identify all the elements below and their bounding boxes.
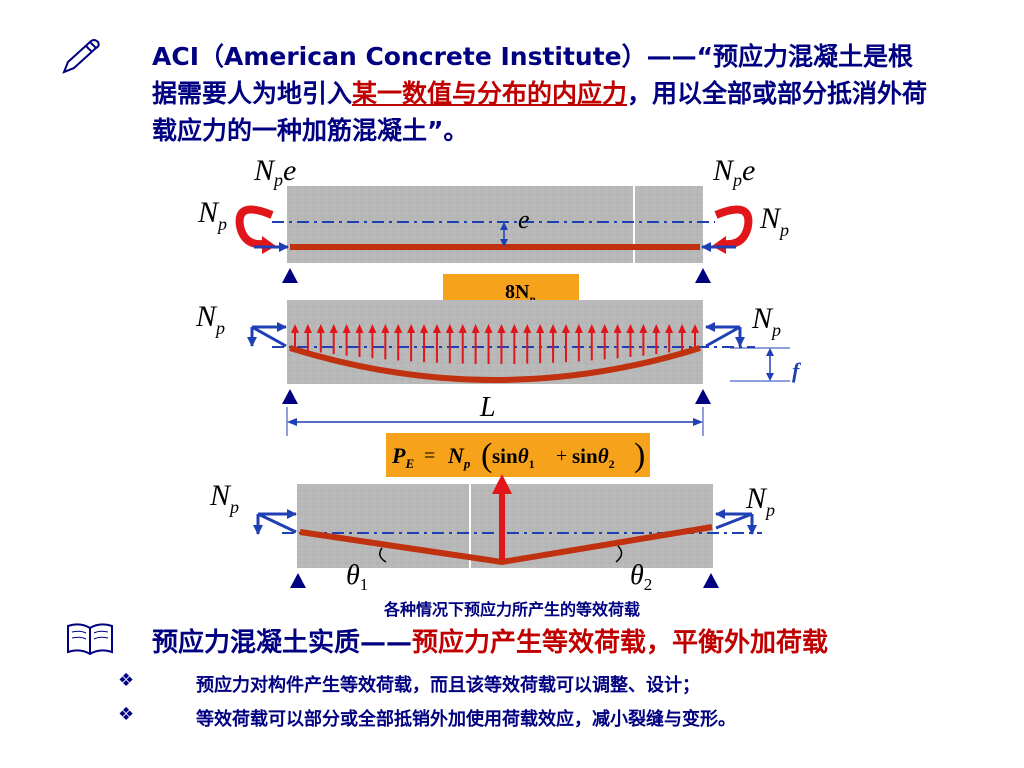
upward-load-arrowhead xyxy=(510,324,519,333)
upward-load-arrowhead xyxy=(445,324,454,333)
upward-load-arrowhead xyxy=(665,324,674,333)
svg-text:8Np: 8Np xyxy=(505,281,535,306)
upward-load-arrowhead xyxy=(613,324,622,333)
force-label-left-2: Np xyxy=(195,300,225,338)
diamond-bullet-icon: ❖ xyxy=(118,704,135,725)
svg-text:PE: PE xyxy=(391,443,414,471)
theta1-label: θ1 xyxy=(346,560,368,594)
upward-load-arrowhead xyxy=(329,324,338,333)
theta1-arc xyxy=(379,547,387,563)
svg-text:=: = xyxy=(424,445,435,467)
force-label-left-3: Np xyxy=(209,479,239,517)
upward-load-arrowhead xyxy=(497,324,506,333)
support-left-2 xyxy=(282,389,298,404)
theta2-arc xyxy=(615,545,623,563)
svg-text:sinθ1: sinθ1 xyxy=(492,444,535,471)
beam-2-tendon xyxy=(289,345,701,383)
sag-label: f xyxy=(792,358,802,383)
beam-2-body xyxy=(287,300,703,384)
upward-load-arrowhead xyxy=(316,324,325,333)
essence-label: 预应力混凝土实质 xyxy=(152,628,361,658)
moment-arrow-right xyxy=(714,205,753,249)
force-arrow-left-3c xyxy=(257,512,297,534)
svg-text:Np: Np xyxy=(447,443,471,471)
beam-3-harped: θ1 θ2 Np Np xyxy=(209,474,775,594)
upward-load-arrowhead xyxy=(561,324,570,333)
intro-highlight: 某一数值与分布的内应力 xyxy=(352,79,628,108)
essence-statement: 预应力混凝土实质——预应力产生等效荷载，平衡外加荷载 xyxy=(152,622,828,659)
diagram-caption: 各种情况下预应力所产生的等效荷载 xyxy=(383,600,640,619)
force-label-left-1: Np xyxy=(197,196,227,234)
upward-load-arrowhead xyxy=(303,324,312,333)
svg-text:): ) xyxy=(634,437,645,474)
moment-label-left: Npe xyxy=(253,154,296,190)
upward-load-arrowhead xyxy=(484,324,493,333)
force-label-right-1: Np xyxy=(759,202,789,240)
svg-text:(: ( xyxy=(481,437,492,474)
moment-arrowhead-left xyxy=(262,236,276,254)
moment-label-right: Npe xyxy=(712,154,755,190)
moment-arrow-left xyxy=(235,205,274,249)
intro-definition: ACI（American Concrete Institute）——“预应力混凝… xyxy=(152,38,932,149)
force-arrow-right-2c xyxy=(705,325,741,348)
span-label: L xyxy=(479,392,496,423)
beam-1-body xyxy=(287,186,703,263)
formula-equivalent-point-load: PE = Np ( sinθ1 + sinθ2 ) xyxy=(386,433,650,477)
upward-load-arrowhead xyxy=(652,324,661,333)
bullet-text-1: 预应力对构件产生等效荷载，而且该等效荷载可以调整、设计； xyxy=(196,675,700,696)
svg-text:sinθ2: sinθ2 xyxy=(572,444,615,471)
upward-load-arrowhead xyxy=(471,324,480,333)
beam-2-parabolic: f L Np Np xyxy=(195,300,802,436)
upward-load-arrowhead xyxy=(407,324,416,333)
equivalent-load-diagram: e Npe Npe Np Np qE = 8Np L2 f xyxy=(195,154,802,594)
beam-1-eccentric: e Npe Npe Np Np xyxy=(197,154,789,283)
support-right-2 xyxy=(695,389,711,404)
open-book-icon xyxy=(67,623,113,656)
force-label-right-2: Np xyxy=(751,302,781,340)
support-left-3 xyxy=(290,573,306,588)
essence-dash: —— xyxy=(360,628,413,658)
upward-load-arrowhead xyxy=(381,324,390,333)
upward-load-arrowhead xyxy=(549,324,558,333)
upward-load-arrowhead xyxy=(626,324,635,333)
formula-2-box xyxy=(386,433,650,477)
intro-text-part2: ，用以全部或部分抵消外荷载应力的一种加筋混凝土”。 xyxy=(152,79,928,145)
svg-text:+: + xyxy=(556,445,567,467)
upward-load-arrowhead xyxy=(368,324,377,333)
upward-load-arrowhead xyxy=(342,324,351,333)
eccentricity-arrow-up xyxy=(500,222,508,230)
point-load-arrowhead xyxy=(492,474,512,494)
uniform-upward-load xyxy=(291,324,699,364)
upward-load-arrowhead xyxy=(639,324,648,333)
eccentricity-arrow-down xyxy=(500,239,508,247)
upward-load-arrowhead xyxy=(394,324,403,333)
intro-text-part1: ACI（American Concrete Institute）——“预应力混凝… xyxy=(152,42,914,108)
support-right-1 xyxy=(695,268,711,283)
upward-load-arrowhead xyxy=(420,324,429,333)
support-left-1 xyxy=(282,268,298,283)
support-right-3 xyxy=(703,573,719,588)
upward-load-arrowhead xyxy=(291,324,299,333)
upward-load-arrowhead xyxy=(523,324,532,333)
upward-load-arrowhead xyxy=(432,324,441,333)
upward-load-arrowhead xyxy=(587,324,596,333)
upward-load-arrowhead xyxy=(574,324,583,333)
upward-load-arrowhead xyxy=(458,324,467,333)
force-label-right-3: Np xyxy=(745,482,775,520)
upward-load-arrowhead xyxy=(678,324,687,333)
eccentricity-label: e xyxy=(518,205,530,234)
theta2-label: θ2 xyxy=(630,560,652,594)
force-arrow-right-3c xyxy=(715,512,753,530)
upward-load-arrowhead xyxy=(691,324,699,333)
beam-3-tendon xyxy=(299,524,713,566)
force-arrow-left-2c xyxy=(251,325,287,348)
upward-load-arrowhead xyxy=(600,324,609,333)
essence-text: 预应力产生等效荷载，平衡外加荷载 xyxy=(412,628,829,658)
bullet-text-2: 等效荷载可以部分或全部抵销外加使用荷载效应，减小裂缝与变形。 xyxy=(196,709,736,730)
upward-load-arrowhead xyxy=(355,324,364,333)
moment-arrowhead-right xyxy=(712,236,726,254)
writing-hand-icon xyxy=(62,39,100,74)
upward-load-arrowhead xyxy=(536,324,545,333)
diamond-bullet-icon: ❖ xyxy=(118,670,135,691)
